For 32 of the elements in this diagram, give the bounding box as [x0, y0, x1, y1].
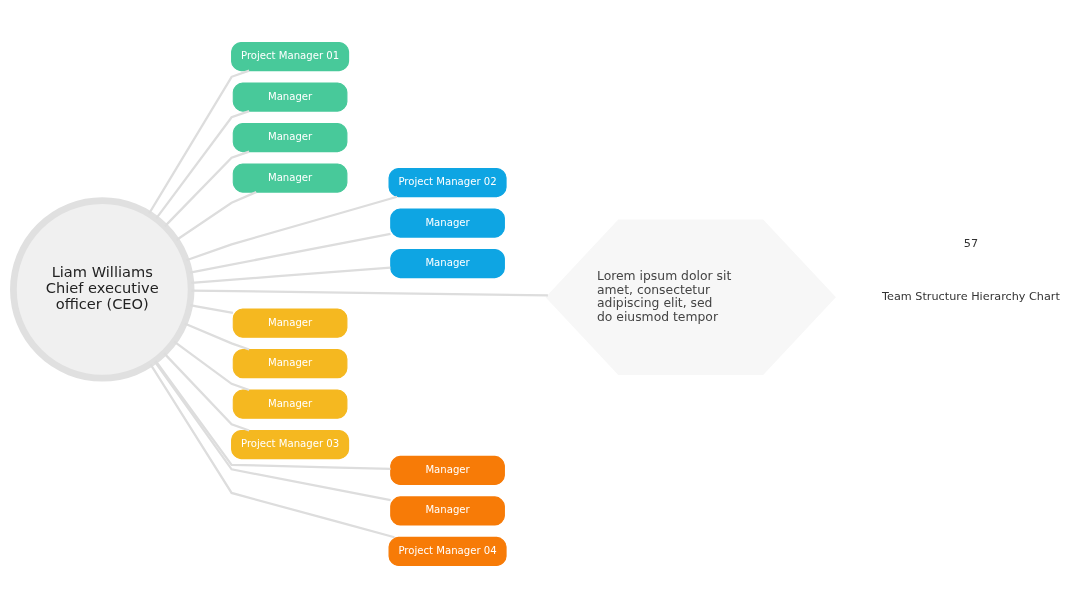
- connector: [184, 322, 250, 351]
- node-box: Project Manager 03: [231, 429, 350, 460]
- node-box: Manager: [232, 82, 348, 112]
- connector: [155, 110, 250, 220]
- connector: [190, 304, 234, 315]
- node-box: Project Manager 04: [388, 536, 507, 567]
- connector: [191, 289, 548, 297]
- node-box: Manager: [232, 349, 348, 379]
- connector: [153, 360, 391, 502]
- connector: [175, 191, 257, 241]
- node-box: Manager: [232, 122, 348, 153]
- connector: [191, 266, 391, 284]
- node-box: Manager: [390, 208, 505, 238]
- node-box: Manager: [390, 248, 505, 279]
- connector: [186, 195, 398, 262]
- label: Team Structure Hierarchy Chart: [882, 290, 1060, 304]
- node-box: Project Manager 01: [231, 41, 350, 72]
- connector: [164, 150, 250, 228]
- connector: [163, 352, 250, 432]
- node-box: Project Manager 02: [388, 167, 507, 198]
- connector: [148, 69, 250, 215]
- node-box: Manager: [232, 389, 348, 419]
- connector: [189, 232, 391, 274]
- node-box: Manager: [390, 496, 505, 526]
- node-box: Manager: [232, 163, 348, 193]
- node-box: Manager: [232, 308, 348, 338]
- connector: [173, 340, 250, 392]
- connector: [154, 360, 391, 471]
- connector: [149, 363, 395, 539]
- node-box: Manager: [390, 455, 505, 486]
- node-circle: Liam Williams Chief executive officer (CEO): [10, 197, 195, 382]
- label: 57: [963, 237, 979, 251]
